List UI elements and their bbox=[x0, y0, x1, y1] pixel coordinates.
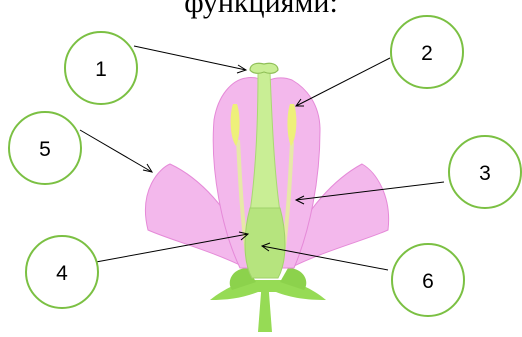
pistil-stigma bbox=[250, 63, 278, 73]
pistil-ovary bbox=[245, 208, 285, 278]
callout-2-label: 2 bbox=[421, 42, 433, 65]
pointer-1 bbox=[134, 46, 246, 70]
callout-4-label: 4 bbox=[56, 262, 68, 285]
callout-6: 6 bbox=[392, 244, 464, 316]
pointer-5 bbox=[80, 130, 152, 172]
callout-4: 4 bbox=[26, 236, 98, 308]
callout-2: 2 bbox=[391, 16, 463, 88]
callout-5: 5 bbox=[9, 112, 81, 184]
callout-3-label: 3 bbox=[479, 162, 491, 185]
diagram-caption: функциями: bbox=[0, 0, 522, 20]
callout-1-label: 1 bbox=[95, 58, 107, 81]
callout-6-label: 6 bbox=[422, 270, 434, 293]
callout-1: 1 bbox=[65, 32, 137, 104]
callout-5-label: 5 bbox=[39, 138, 51, 161]
pointer-2 bbox=[296, 58, 390, 106]
callout-3: 3 bbox=[449, 136, 521, 208]
